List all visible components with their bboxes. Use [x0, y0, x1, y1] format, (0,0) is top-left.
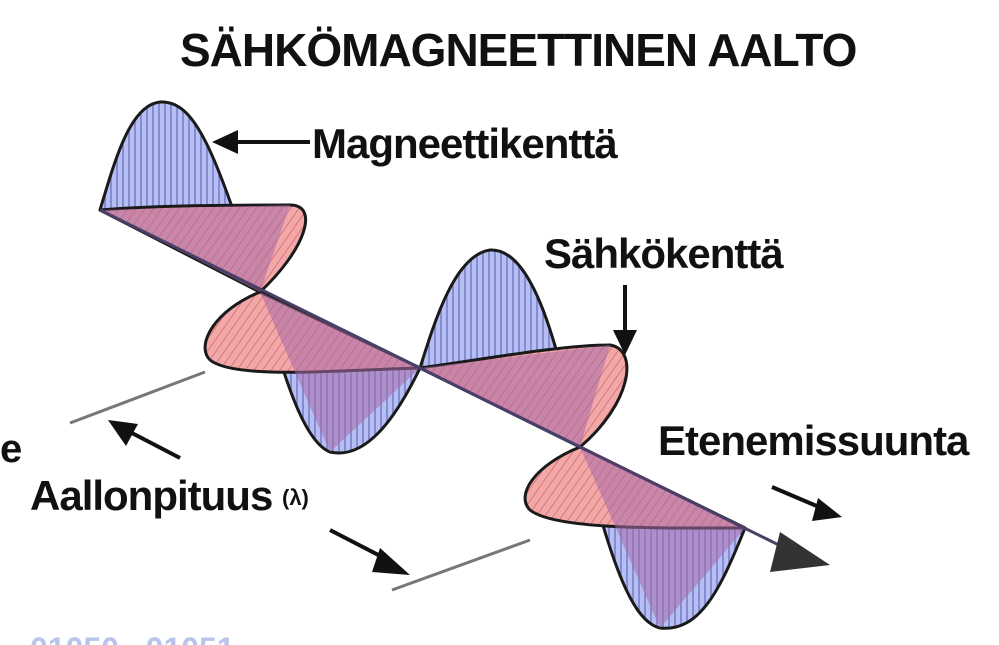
down-right-arrow-icon-2 — [372, 548, 410, 575]
electric-field-label: Sähkökenttä — [544, 230, 784, 277]
down-right-arrow-icon — [812, 498, 842, 521]
wavelength-label: Aallonpituus — [30, 472, 272, 519]
edge-fragment-bottom: e — [0, 427, 22, 471]
propagation-label-group: Etenemissuunta — [658, 417, 970, 521]
diagram-title: SÄHKÖMAGNEETTINEN AALTO — [180, 24, 856, 76]
magnetic-label-group: Magneettikenttä — [212, 120, 618, 167]
magnetic-field-label: Magneettikenttä — [312, 120, 618, 167]
lambda-symbol: (λ) — [282, 485, 309, 510]
watermark-text: 01050...01051 — [30, 631, 235, 645]
propagation-label: Etenemissuunta — [658, 417, 970, 464]
electric-label-group: Sähkökenttä — [544, 230, 784, 355]
axis-arrowhead — [770, 532, 830, 572]
wavelength-marker: Aallonpituus (λ) — [30, 372, 530, 590]
left-arrow-icon — [212, 130, 238, 154]
